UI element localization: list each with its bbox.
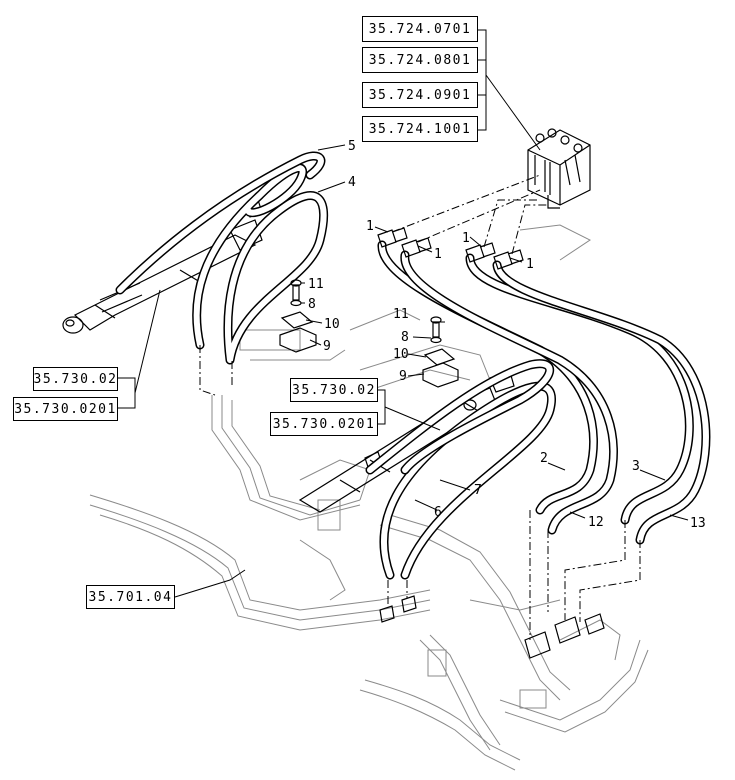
callout-9a: 9: [323, 339, 331, 354]
hose-12: [400, 250, 618, 535]
control-valve: [527, 128, 591, 209]
callout-12: 12: [588, 515, 604, 530]
ref-box-frame[interactable]: 35.701.04: [86, 585, 175, 609]
ref-box-left-cylinder-0201[interactable]: 35.730.0201: [13, 397, 118, 421]
callout-4: 4: [348, 175, 356, 190]
callout-11b: 11: [393, 307, 409, 322]
frame-fittings: [379, 595, 605, 659]
ref-box-valve-1001[interactable]: 35.724.1001: [362, 116, 478, 142]
callout-3: 3: [632, 459, 640, 474]
callout-1c: 1: [462, 231, 470, 246]
callout-1d: 1: [526, 257, 534, 272]
ref-box-valve-0901[interactable]: 35.724.0901: [362, 82, 478, 108]
hose-6: [379, 381, 556, 580]
callout-6: 6: [434, 505, 442, 520]
callout-13: 13: [690, 516, 706, 531]
reference-leaders: [118, 29, 541, 598]
callout-1a: 1: [366, 219, 374, 234]
ref-box-left-cylinder[interactable]: 35.730.02: [33, 367, 118, 391]
callout-8b: 8: [401, 330, 409, 345]
callout-10b: 10: [393, 347, 409, 362]
ref-box-mid-cylinder[interactable]: 35.730.02: [290, 378, 378, 402]
hose-3: [465, 253, 694, 525]
hose-7: [365, 359, 555, 475]
frame-ghost: [89, 224, 649, 771]
callout-11a: 11: [308, 277, 324, 292]
hose-13: [492, 260, 711, 545]
left-cylinder-hose: [115, 151, 326, 295]
callout-1b: 1: [434, 247, 442, 262]
fitting-1c: [465, 242, 496, 263]
flow-lines: [199, 174, 641, 640]
fitting-1d: [493, 249, 524, 270]
hose-5: [192, 163, 308, 350]
callout-8a: 8: [308, 297, 316, 312]
callout-10a: 10: [324, 317, 340, 332]
ref-box-mid-cylinder-0201[interactable]: 35.730.0201: [270, 412, 378, 436]
hose-4: [223, 191, 329, 365]
callout-7: 7: [474, 483, 482, 498]
callout-leaders: [301, 144, 689, 521]
callout-9b: 9: [399, 369, 407, 384]
ref-box-valve-0701[interactable]: 35.724.0701: [362, 16, 478, 42]
callout-2: 2: [540, 451, 548, 466]
callout-5: 5: [348, 139, 356, 154]
callout-labels: 5 4 1 1 1 1 11 8 10 9 11 8 10 9 2 12 3 1…: [308, 139, 706, 531]
ref-box-valve-0801[interactable]: 35.724.0801: [362, 47, 478, 73]
clamp-middle: [422, 316, 459, 388]
